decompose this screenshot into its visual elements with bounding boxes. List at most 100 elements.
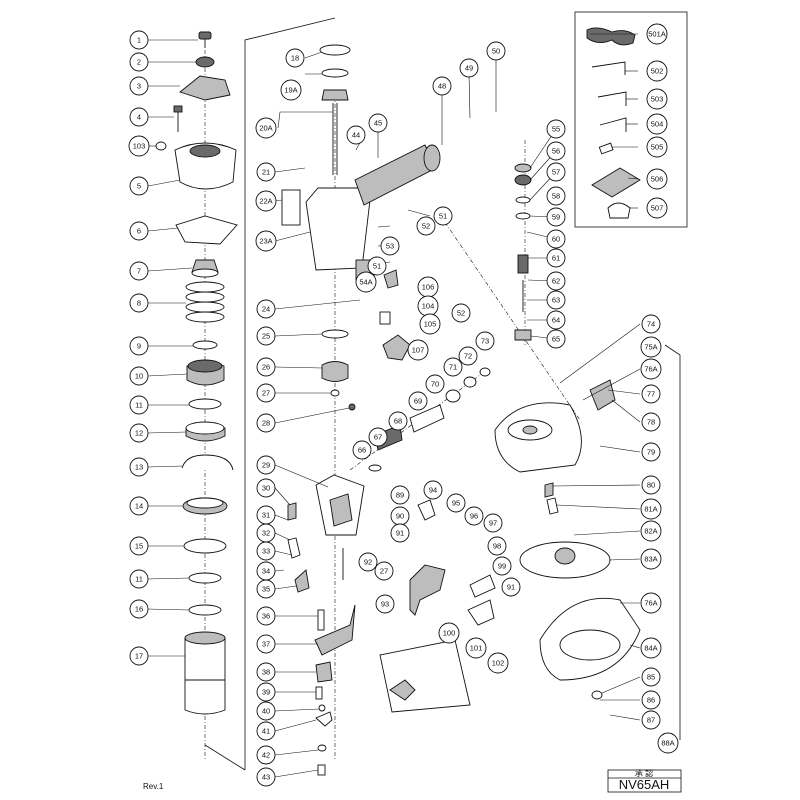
callout-52: 52 [451,303,471,323]
callout-label: 49 [465,64,473,73]
callout-circle [641,314,661,334]
callout-circle [486,41,506,61]
callout-73: 73 [475,331,495,351]
callout-88A: 88A [657,732,679,754]
callout-circle [546,290,566,310]
callout-51: 51 [433,206,453,226]
callout-label: 70 [431,380,439,389]
callout-circle [256,767,276,787]
callout-97: 97 [483,513,503,533]
callout-16: 16 [129,599,149,619]
callout-label: 11 [135,575,143,584]
callout-label: 52 [457,309,465,318]
callout-label: 38 [262,668,270,677]
callout-label: 17 [135,652,143,661]
callout-52: 52 [416,216,436,236]
callout-18: 18 [285,48,305,68]
callout-label: 103 [133,142,146,151]
callout-label: 77 [647,390,655,399]
callout-28: 28 [256,413,276,433]
callout-circle [129,423,149,443]
callout-15: 15 [129,536,149,556]
callout-circle [346,125,366,145]
callout-label: 63 [552,296,560,305]
callout-circle [368,427,388,447]
callout-circle [129,221,149,241]
callout-circle [465,637,487,659]
callout-circle [256,541,276,561]
callout-circle [646,136,668,158]
callout-53: 53 [380,236,400,256]
callout-503: 503 [646,88,668,110]
callout-circle [546,271,566,291]
callout-label: 37 [262,640,270,649]
callout-105: 105 [419,313,441,335]
callout-label: 501A [648,30,666,39]
callout-circle [256,326,276,346]
callout-circle [129,599,149,619]
callout-label: 44 [352,131,360,140]
callout-circle [129,569,149,589]
callout-circle [416,216,436,236]
callout-circle [129,261,149,281]
callout-circle [458,346,478,366]
callout-circle [640,520,662,542]
callout-label: 51 [373,262,381,271]
callout-label: 6 [137,227,141,236]
callout-circle [355,271,377,293]
callout-circle [641,710,661,730]
callout-38: 38 [256,662,276,682]
callout-84A: 84A [640,637,662,659]
callout-label: 12 [135,429,143,438]
callout-circle [646,197,668,219]
callout-circle [255,190,277,212]
callout-label: 9 [137,342,141,351]
callout-27: 27 [256,383,276,403]
callout-91: 91 [390,523,410,543]
callout-circle [546,186,566,206]
callout-label: 60 [552,235,560,244]
callout-label: 106 [422,283,435,292]
callout-label: 88A [661,739,674,748]
callout-label: 101 [470,644,483,653]
callout-label: 4 [137,113,141,122]
callout-circle [367,256,387,276]
callout-circle [425,374,445,394]
callout-circle [128,135,150,157]
callout-circle [129,76,149,96]
callout-62: 62 [546,271,566,291]
callout-57: 57 [546,162,566,182]
callout-circle [657,732,679,754]
title-block: 承 認 NV65AH [607,768,682,793]
callout-label: 40 [262,707,270,716]
callout-501A: 501A [646,23,668,45]
callout-circle [256,478,276,498]
callout-11: 11 [129,569,149,589]
callout-label: 27 [380,567,388,576]
callout-circle [380,236,400,256]
callout-label: 52 [422,222,430,231]
callout-29: 29 [256,455,276,475]
callout-21: 21 [256,162,276,182]
callout-circle [423,480,443,500]
callout-96: 96 [464,506,484,526]
callout-circle [375,594,395,614]
callout-label: 27 [262,389,270,398]
callout-12: 12 [129,423,149,443]
callout-circle [432,76,452,96]
callout-label: 36 [262,612,270,621]
callout-61: 61 [546,248,566,268]
callout-label: 53 [386,242,394,251]
callout-7: 7 [129,261,149,281]
callout-circle [546,248,566,268]
callouts: 1234103567891011121314151116171819A20A21… [128,23,679,787]
callout-82A: 82A [640,520,662,542]
callout-label: 78 [647,418,655,427]
callout-43: 43 [256,767,276,787]
callout-label: 48 [438,82,446,91]
callout-circle [285,48,305,68]
callout-label: 506 [651,175,664,184]
callout-27: 27 [374,561,394,581]
callout-63: 63 [546,290,566,310]
